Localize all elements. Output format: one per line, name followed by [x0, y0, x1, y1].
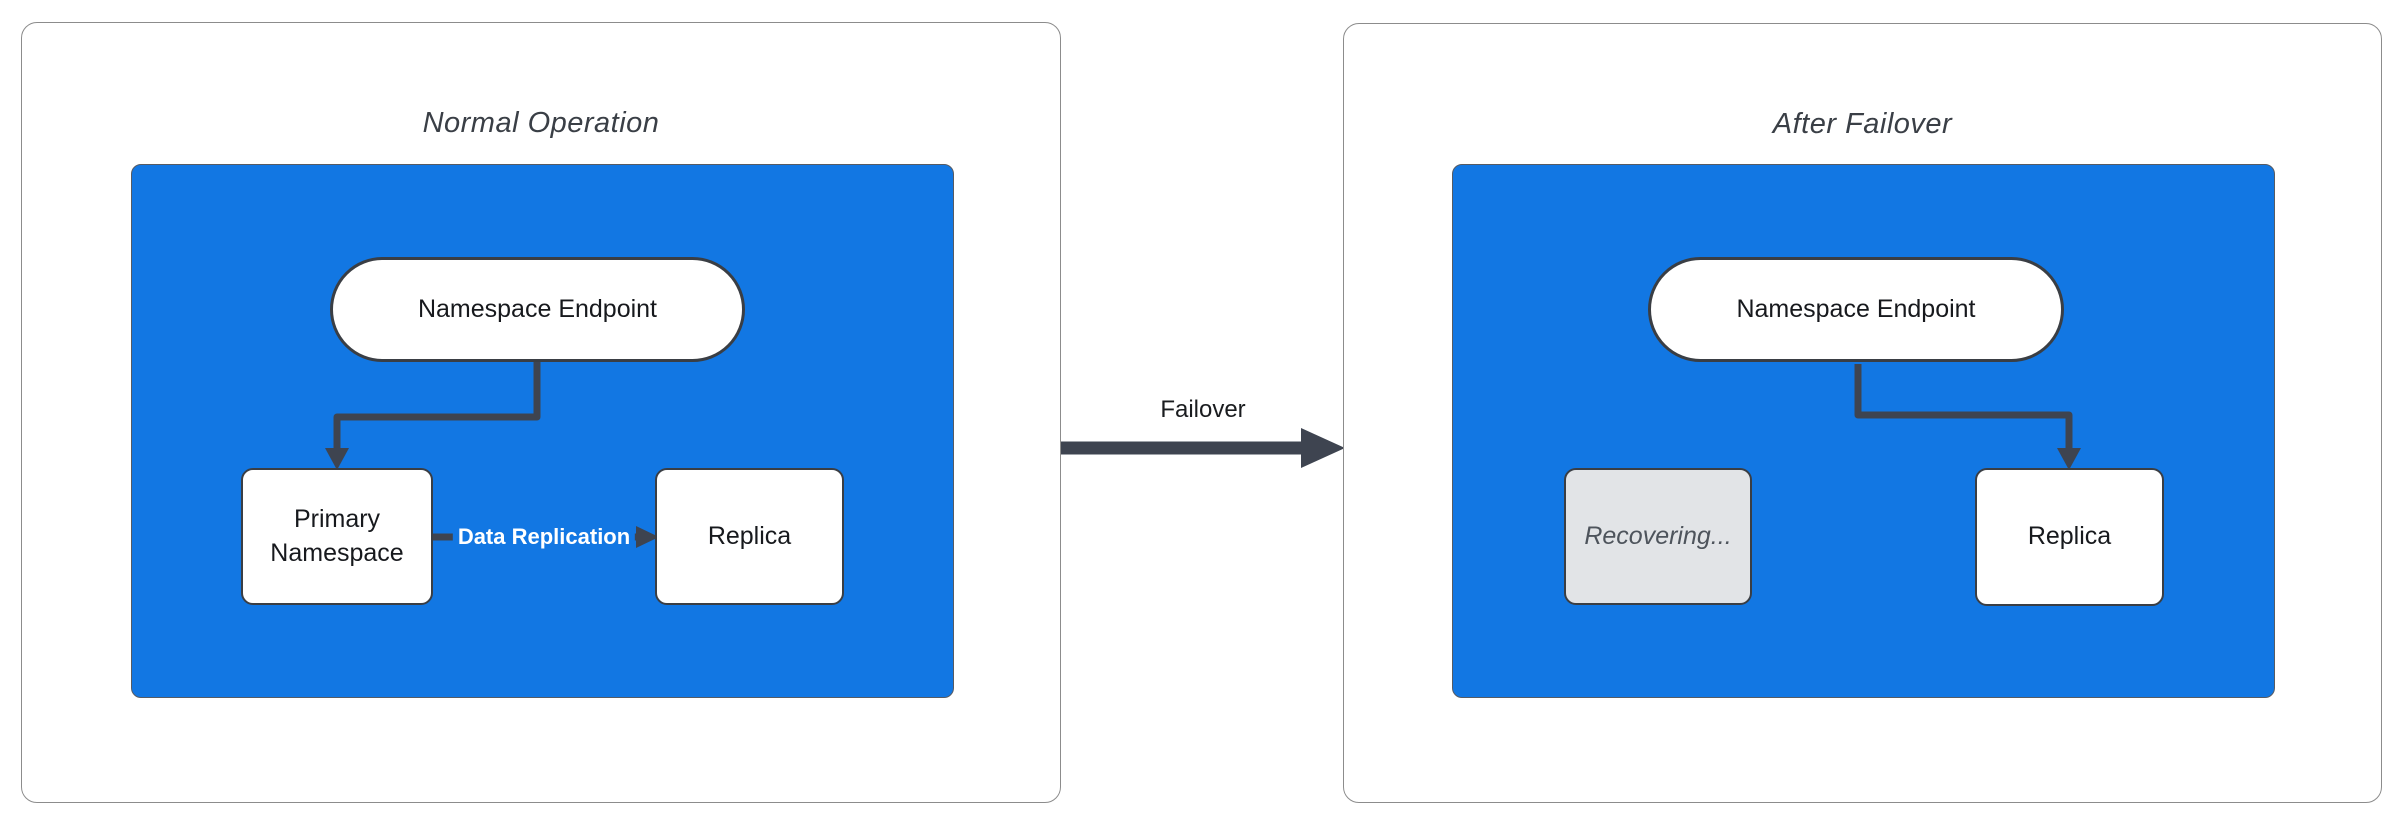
node-namespace-endpoint-normal: Namespace Endpoint [330, 257, 745, 362]
node-primary-namespace: Primary Namespace [241, 468, 433, 605]
node-label: Primary Namespace [270, 504, 404, 567]
node-recovering: Recovering... [1564, 468, 1752, 605]
panel-title-normal-operation: Normal Operation [422, 107, 660, 139]
node-namespace-endpoint-failover: Namespace Endpoint [1648, 257, 2064, 362]
node-label: Recovering... [1584, 521, 1732, 550]
panel-after-failover: After Failover Namespace Endpoint Recove… [1343, 23, 2382, 803]
failover-arrow [1061, 428, 1345, 468]
node-replica-failover: Replica [1975, 468, 2164, 606]
node-label: Namespace Endpoint [1736, 295, 1976, 323]
panel-title-after-failover: After Failover [1772, 108, 1953, 140]
node-replica-normal: Replica [655, 468, 844, 605]
replication-arrow-label: Data Replication [452, 523, 636, 551]
edges-layer-failover [1854, 364, 2081, 470]
panel-normal-operation: Normal Operation Namespace Endpoint Prim… [21, 22, 1061, 803]
namespace-container-normal: Namespace Endpoint Primary Namespace Rep… [131, 164, 954, 698]
namespace-container-failover: Namespace Endpoint Recovering... Replica [1452, 164, 2275, 698]
node-label: Replica [2027, 522, 2112, 551]
failover-transition: Failover [1061, 396, 1345, 468]
edges-layer-normal [325, 362, 659, 548]
node-label: Namespace Endpoint [417, 295, 658, 323]
endpoint-to-primary-arrow [325, 362, 541, 470]
endpoint-to-replica-arrow [1854, 364, 2081, 470]
node-label: Replica [707, 521, 792, 550]
failover-arrow-label: Failover [1160, 396, 1246, 423]
